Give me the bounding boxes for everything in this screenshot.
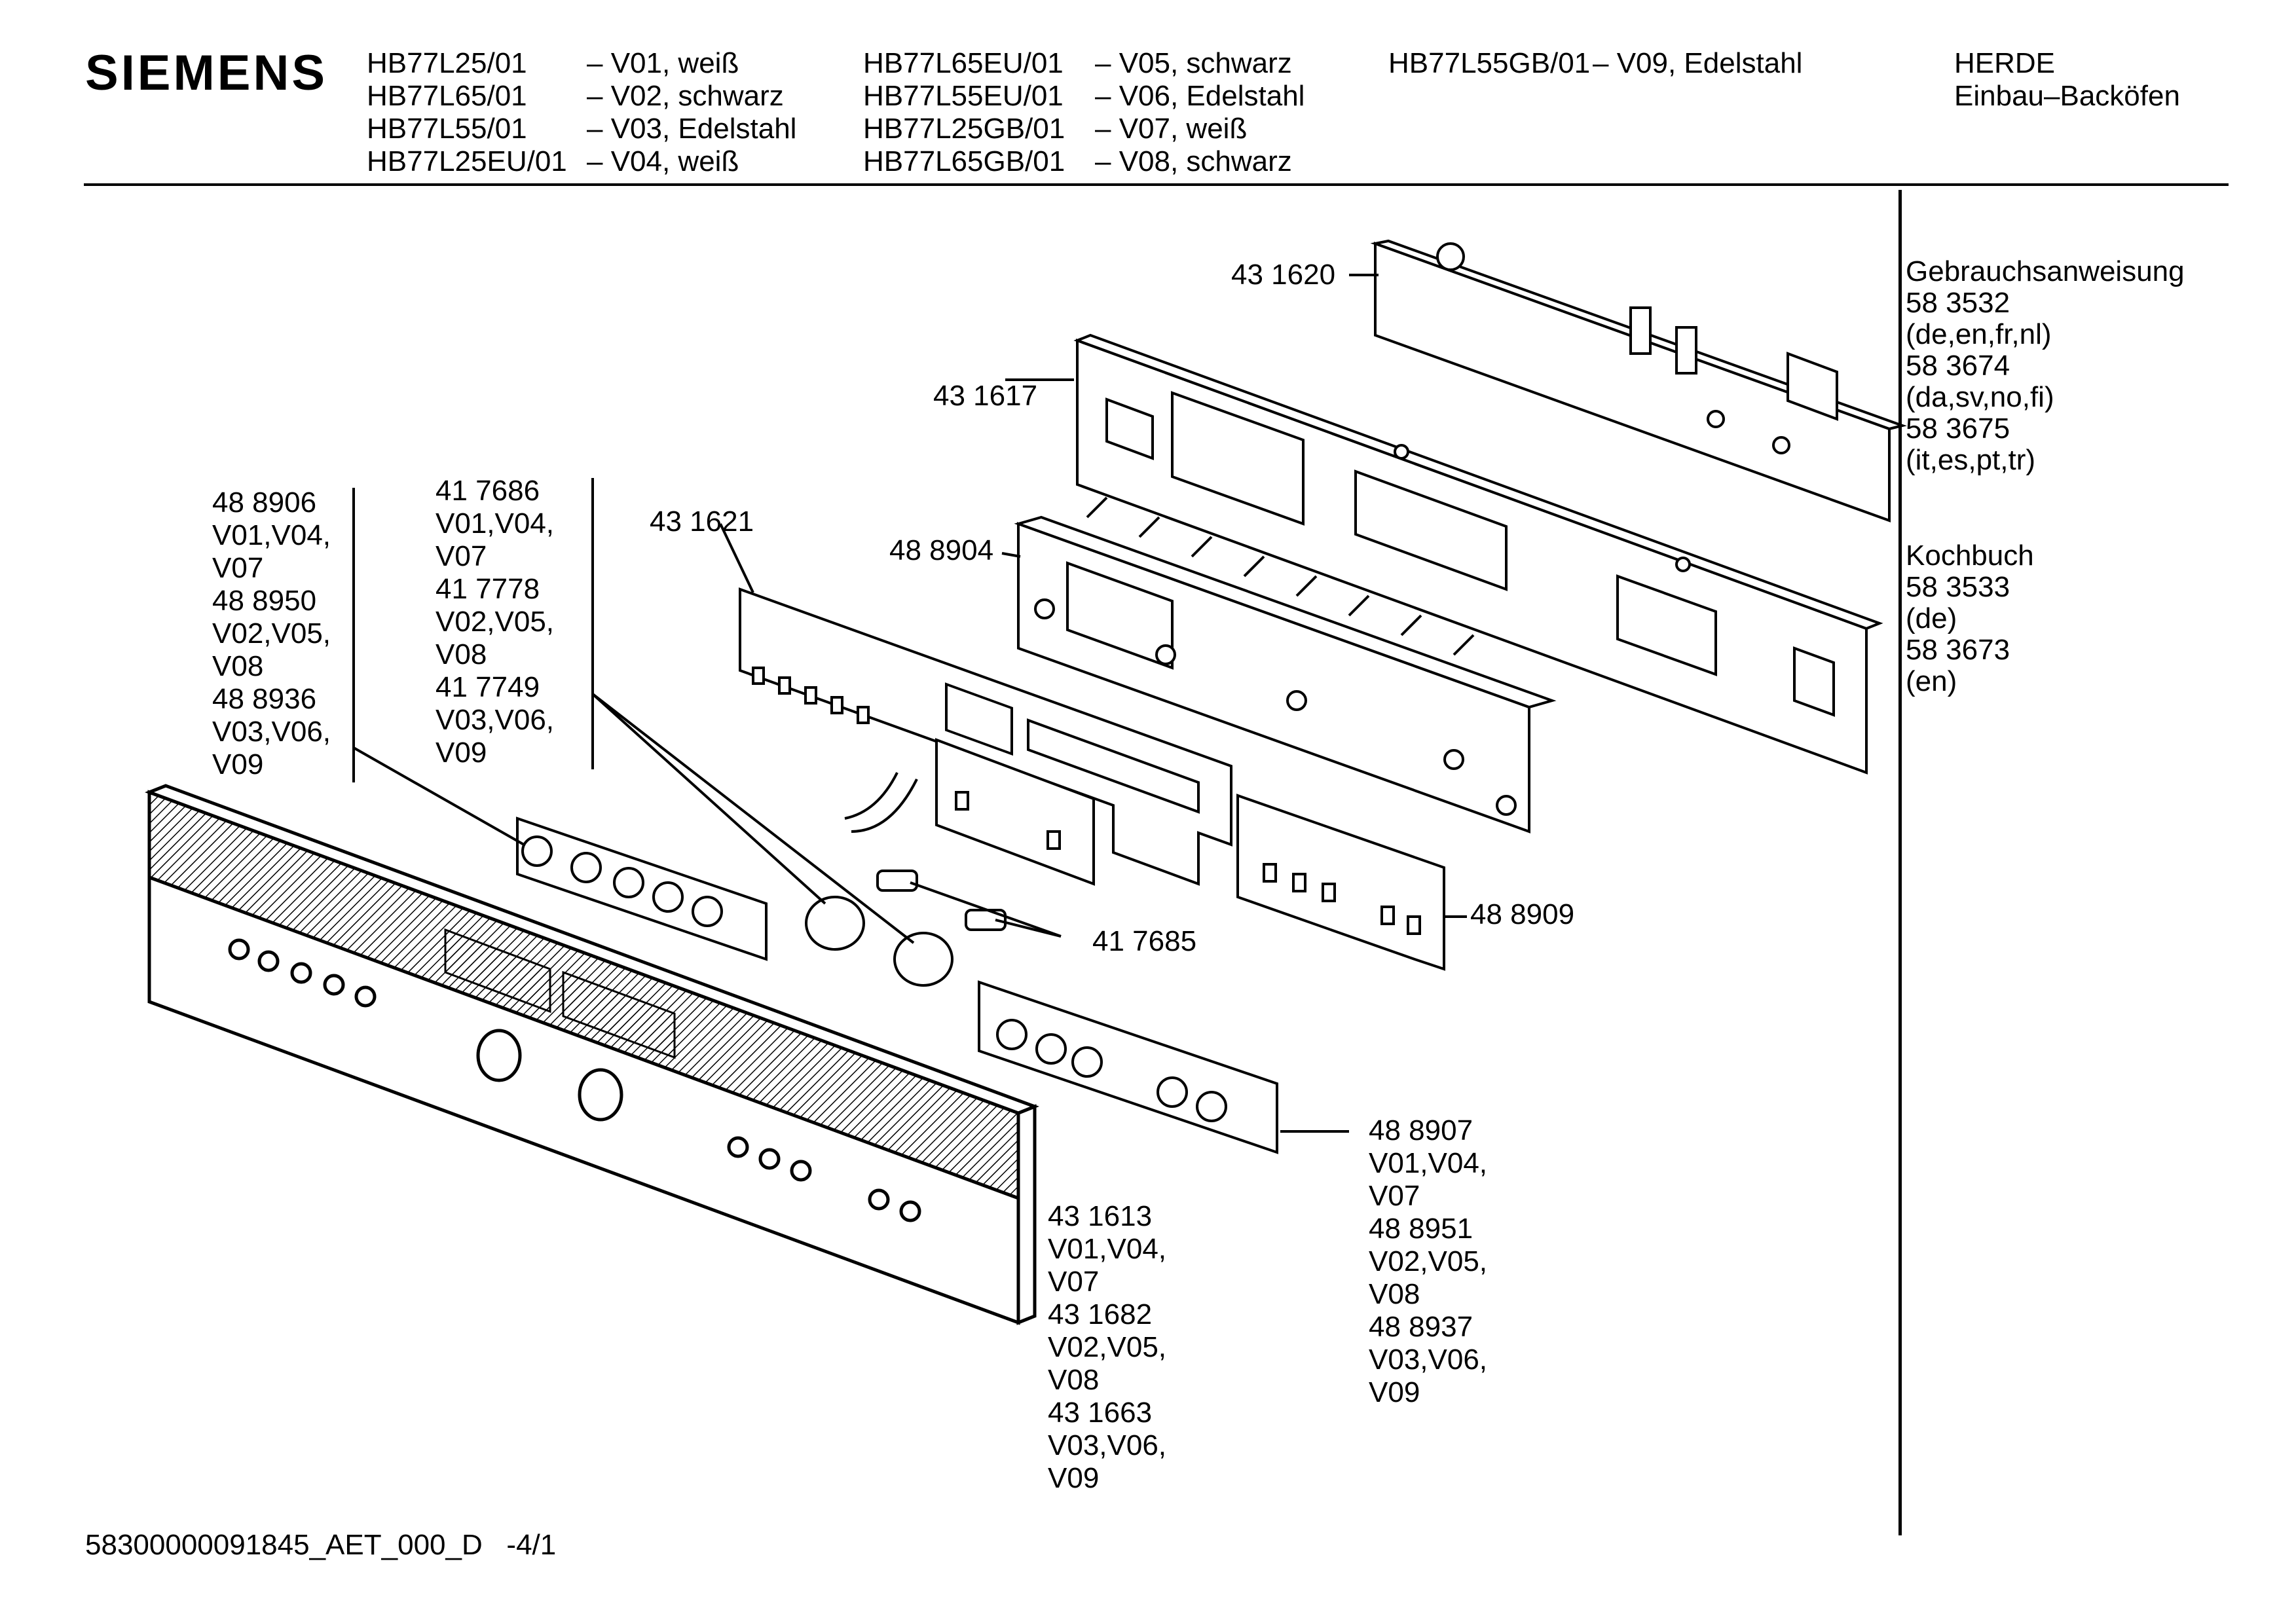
callout-line: V01,V04, <box>212 519 331 551</box>
callout-line: V09 <box>1048 1462 1100 1494</box>
part-431617-frame <box>1073 333 1883 775</box>
manual-ref: 58 3675 <box>1906 412 2010 445</box>
callout-line: V03,V06, <box>212 716 331 748</box>
model-code: HB77L55EU/01 <box>863 80 1064 112</box>
callout-line: V03,V06, <box>1369 1344 1488 1376</box>
part-488909-board <box>1236 794 1445 971</box>
callout-line: V07 <box>1048 1266 1100 1298</box>
model-code: HB77L55/01 <box>367 113 527 145</box>
callout-line: V07 <box>1369 1180 1420 1212</box>
part-431620-cover <box>1370 239 1907 522</box>
model-code: HB77L65/01 <box>367 80 527 112</box>
manual-ref: (de,en,fr,nl) <box>1906 318 2052 350</box>
callout-line: 41 7686 <box>435 475 540 507</box>
callout-line: 48 8936 <box>212 683 317 715</box>
model-code: HB77L25/01 <box>367 47 527 79</box>
callout-line: V02,V05, <box>1048 1331 1167 1363</box>
callout-line: V01,V04, <box>1369 1147 1488 1179</box>
callout-line: V08 <box>435 638 487 670</box>
callout-line: V01,V04, <box>435 507 555 540</box>
part-417685-bulbs <box>876 870 1007 931</box>
cookbook-ref: 58 3673 <box>1906 634 2010 666</box>
part-488907-switch-block <box>978 980 1278 1154</box>
footer-document-code: 58300000091845_AET_000_D -4/1 <box>85 1529 557 1561</box>
callout-line: V08 <box>1048 1364 1100 1396</box>
callout-488909: 48 8909 <box>1470 898 1575 930</box>
sidebar-rule <box>1898 190 1902 1535</box>
part-display-board <box>844 738 1095 886</box>
category-title: HERDE <box>1954 47 2056 79</box>
model-variant: – V03, Edelstahl <box>587 113 797 145</box>
callout-line: V02,V05, <box>212 617 331 650</box>
part-488906-switch-block <box>516 816 768 961</box>
cookbook-title: Kochbuch <box>1906 540 2034 572</box>
callout-line: V09 <box>212 748 264 780</box>
model-variant: – V02, schwarz <box>587 80 784 112</box>
callout-line: 48 8951 <box>1369 1213 1473 1245</box>
callout-line: 41 7749 <box>435 671 540 703</box>
cookbook-ref: 58 3533 <box>1906 571 2010 603</box>
model-code: HB77L25EU/01 <box>367 145 567 177</box>
model-variant: – V08, schwarz <box>1095 145 1292 177</box>
manual-ref: 58 3532 <box>1906 287 2010 319</box>
part-417686-knobs <box>805 896 954 987</box>
callout-line: 43 1663 <box>1048 1397 1153 1429</box>
callout-line: V01,V04, <box>1048 1233 1167 1265</box>
model-variant: – V04, weiß <box>587 145 739 177</box>
callout-line: V03,V06, <box>435 704 555 736</box>
callout-line: V08 <box>1369 1278 1420 1310</box>
callout-line: V07 <box>212 552 264 584</box>
callout-line: V03,V06, <box>1048 1429 1167 1461</box>
callout-line: V08 <box>212 650 264 682</box>
callout-431617: 43 1617 <box>933 380 1038 412</box>
callout-line: V02,V05, <box>435 606 555 638</box>
manual-ref: 58 3674 <box>1906 350 2010 382</box>
part-488904-holder <box>1014 496 1557 833</box>
callout-line: 43 1613 <box>1048 1200 1153 1232</box>
part-431613-front-panel <box>145 784 1039 1325</box>
cookbook-ref: (de) <box>1906 602 1957 634</box>
callout-431620: 43 1620 <box>1231 259 1336 291</box>
callout-line: 43 1682 <box>1048 1298 1153 1330</box>
callout-line: 41 7778 <box>435 573 540 605</box>
manual-title: Gebrauchsanweisung <box>1906 255 2185 287</box>
manual-ref: (da,sv,no,fi) <box>1906 381 2054 413</box>
callout-417685: 41 7685 <box>1092 925 1197 957</box>
callout-line: V09 <box>435 737 487 769</box>
model-code: HB77L65GB/01 <box>863 145 1065 177</box>
manual-ref: (it,es,pt,tr) <box>1906 444 2036 476</box>
model-variant: – V06, Edelstahl <box>1095 80 1305 112</box>
category-subtitle: Einbau–Backöfen <box>1954 80 2180 112</box>
callout-488904: 48 8904 <box>889 534 994 566</box>
cookbook-ref: (en) <box>1906 665 1957 697</box>
callout-431621: 43 1621 <box>650 505 754 538</box>
model-code: HB77L65EU/01 <box>863 47 1064 79</box>
header-rule <box>84 183 2229 186</box>
model-variant: – V07, weiß <box>1095 113 1248 145</box>
callout-line: 48 8906 <box>212 486 317 519</box>
model-code: HB77L25GB/01 <box>863 113 1065 145</box>
leader-lines <box>352 274 1467 1133</box>
brand-logo: SIEMENS <box>85 45 328 101</box>
callout-line: V09 <box>1369 1376 1420 1408</box>
part-431621-board <box>739 587 1232 886</box>
callout-line: 48 8907 <box>1369 1114 1473 1146</box>
model-variant: – V09, Edelstahl <box>1593 47 1803 79</box>
model-code: HB77L55GB/01 <box>1388 47 1591 79</box>
model-variant: – V05, schwarz <box>1095 47 1292 79</box>
callout-line: 48 8950 <box>212 585 317 617</box>
model-variant: – V01, weiß <box>587 47 739 79</box>
callout-line: V02,V05, <box>1369 1245 1488 1277</box>
callout-line: V07 <box>435 540 487 572</box>
callout-line: 48 8937 <box>1369 1311 1473 1343</box>
